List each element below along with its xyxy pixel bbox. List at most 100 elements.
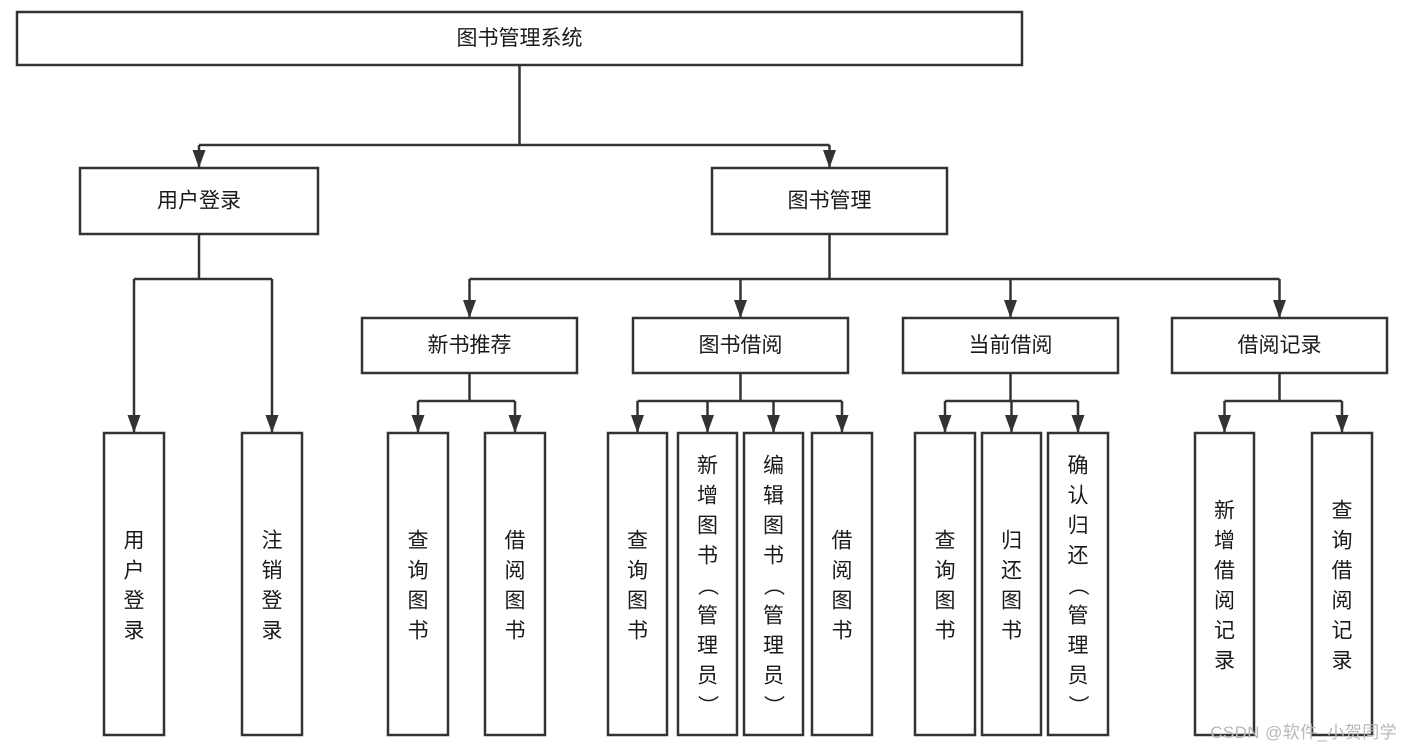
node-label-char: 销 (262, 559, 283, 582)
arrow-head (835, 415, 849, 433)
node-label-char: 询 (408, 559, 429, 582)
node-label-char: 图 (627, 589, 648, 612)
node-label: 图书管理 (788, 190, 872, 213)
node-label-char: 查 (935, 529, 956, 552)
node-label-char: 增 (697, 484, 718, 507)
node-user-login-leaf[interactable]: 用户登录 (102, 431, 166, 737)
node-box[interactable] (483, 431, 547, 737)
node-label-char: 查 (627, 529, 648, 552)
node-label-char: 员 (697, 664, 718, 687)
node-box[interactable] (15, 10, 1024, 67)
node-label-char: 记 (1332, 619, 1353, 642)
node-book-borrow[interactable]: 图书借阅 (631, 316, 850, 375)
node-label-char: （ (1066, 575, 1089, 596)
connector-layer (127, 65, 1349, 433)
node-label-char: ） (762, 695, 785, 716)
node-label-char: 询 (1332, 529, 1353, 552)
arrow-head (1218, 415, 1231, 433)
node-box[interactable] (901, 316, 1120, 375)
node-current-borrow[interactable]: 当前借阅 (901, 316, 1120, 375)
node-label-char: 归 (1068, 514, 1089, 537)
node-label-char: 管 (1068, 604, 1089, 627)
arrow-head (411, 415, 425, 433)
node-label-char: 借 (1332, 559, 1353, 582)
node-label-char: 管 (697, 604, 718, 627)
node-label-char: 登 (124, 589, 145, 612)
node-user-login[interactable]: 用户登录 (78, 166, 320, 236)
node-label-char: 录 (262, 619, 283, 642)
node-label-char: 图 (832, 589, 853, 612)
node-label-char: 员 (1068, 664, 1089, 687)
arrow-head (631, 415, 644, 433)
node-label-char: 书 (627, 619, 648, 642)
node-box[interactable] (1193, 431, 1256, 737)
arrow-head (508, 415, 522, 433)
node-label-char: 编 (763, 454, 784, 477)
node-box[interactable] (606, 431, 669, 737)
node-root[interactable]: 图书管理系统 (15, 10, 1024, 67)
node-label-char: 增 (1214, 529, 1235, 552)
node-box[interactable] (810, 431, 874, 737)
node-label: 当前借阅 (969, 334, 1053, 357)
node-label-char: 注 (262, 529, 283, 552)
node-borrow-record[interactable]: 借阅记录 (1170, 316, 1389, 375)
node-book-manage[interactable]: 图书管理 (710, 166, 949, 236)
node-label-char: 归 (1001, 529, 1022, 552)
arrow-head (1005, 415, 1018, 433)
node-box[interactable] (1310, 431, 1374, 737)
node-box[interactable] (78, 166, 320, 236)
node-box[interactable] (360, 316, 579, 375)
node-label-char: 还 (1001, 559, 1022, 582)
node-label-char: 图 (408, 589, 429, 612)
node-box[interactable] (1046, 431, 1110, 737)
node-box[interactable] (676, 431, 739, 737)
node-box[interactable] (631, 316, 850, 375)
node-box[interactable] (913, 431, 977, 737)
node-box[interactable] (710, 166, 949, 236)
arrow-head (265, 415, 279, 433)
node-label-char: 询 (935, 559, 956, 582)
node-box[interactable] (386, 431, 450, 737)
node-new-book-rec[interactable]: 新书推荐 (360, 316, 579, 375)
node-label-char: 辑 (763, 484, 784, 507)
node-label: 用户登录 (157, 190, 241, 213)
node-label-char: 阅 (505, 559, 526, 582)
node-label-char: 新 (697, 454, 718, 477)
node-label-char: 还 (1068, 544, 1089, 567)
node-box[interactable] (742, 431, 805, 737)
arrow-head (823, 150, 836, 168)
arrow-head (1004, 300, 1017, 318)
node-label-char: 用 (124, 529, 145, 552)
node-box[interactable] (240, 431, 304, 737)
node-box[interactable] (102, 431, 166, 737)
node-label-char: ） (696, 695, 719, 716)
arrow-head (192, 150, 206, 168)
node-label-char: 书 (408, 619, 429, 642)
node-label-char: 理 (763, 634, 784, 657)
node-box[interactable] (980, 431, 1043, 737)
node-label-char: 记 (1214, 619, 1235, 642)
node-label-char: （ (696, 575, 719, 596)
node-label-char: 查 (1332, 499, 1353, 522)
node-label-char: 询 (627, 559, 648, 582)
arrow-head (127, 415, 141, 433)
node-label-char: 书 (832, 619, 853, 642)
node-label-char: 借 (832, 529, 853, 552)
node-label-char: 借 (1214, 559, 1235, 582)
node-label-char: 管 (763, 604, 784, 627)
node-box[interactable] (1170, 316, 1389, 375)
node-label-char: 阅 (832, 559, 853, 582)
